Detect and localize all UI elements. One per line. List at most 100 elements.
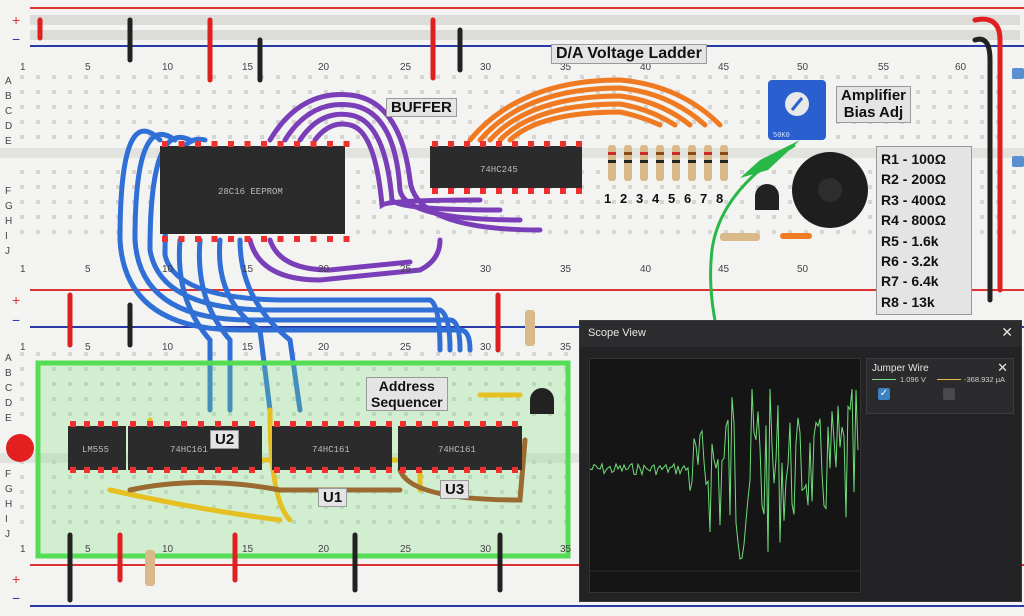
row-letter: A (5, 76, 12, 87)
legend-item-r3: R3 - 400Ω (881, 191, 946, 208)
resistor-number: 7 (700, 191, 707, 206)
column-number: 5 (85, 342, 91, 353)
probe-close-icon[interactable]: ✕ (997, 360, 1008, 375)
purple-wire-bundle (247, 92, 543, 283)
row-letter: E (5, 413, 12, 424)
scope-title: Scope View (588, 327, 646, 339)
column-number: 10 (162, 264, 174, 275)
scope-titlebar[interactable]: Scope View ✕ (580, 321, 1021, 347)
column-number: 5 (85, 62, 91, 73)
column-number: 35 (560, 62, 572, 73)
blue-wire-bundle (117, 128, 473, 413)
column-number: 60 (955, 62, 967, 73)
probe-panel: Jumper Wire ✕ 1.096 V -368.932 µA ✓ (866, 358, 1014, 414)
column-number: 1 (20, 544, 26, 555)
column-number: 45 (718, 62, 730, 73)
column-number: 20 (318, 342, 330, 353)
column-number: 35 (560, 264, 572, 275)
row-letter: B (5, 91, 12, 102)
scope-trace (589, 388, 859, 560)
scope-window[interactable]: Scope View ✕ Jumper Wire ✕ 1.096 V -368.… (579, 320, 1022, 602)
buffer-chip-label: 74HC245 (480, 165, 518, 175)
row-letter: G (5, 484, 13, 495)
column-number: 15 (242, 544, 254, 555)
buffer-label: BUFFER (386, 98, 457, 118)
counter-chip-u1 (272, 426, 392, 470)
rail-plus-top: + (12, 12, 20, 28)
column-number: 40 (640, 264, 652, 275)
close-icon[interactable]: ✕ (1001, 324, 1013, 340)
row-letter: B (5, 368, 12, 379)
resistor-number: 6 (684, 191, 691, 206)
legend-item-r2: R2 - 200Ω (881, 171, 946, 188)
current-checkbox[interactable] (943, 388, 955, 400)
rail-minus-top: − (12, 31, 20, 47)
column-number: 25 (400, 62, 412, 73)
resistor-number: 2 (620, 191, 627, 206)
rail-minus-bottom: − (12, 590, 20, 606)
column-number: 25 (400, 342, 412, 353)
address-seq-line2: Sequencer (371, 394, 443, 411)
row-letter: C (5, 106, 12, 117)
transistor (755, 184, 779, 210)
row-letter: F (5, 469, 11, 480)
rail-plus-mid: + (12, 292, 20, 308)
amp-bias-line2: Bias Adj (843, 104, 904, 122)
row-letter: F (5, 186, 11, 197)
column-number: 30 (480, 62, 492, 73)
column-number: 10 (162, 62, 174, 73)
column-number: 20 (318, 264, 330, 275)
column-number: 30 (480, 342, 492, 353)
counter-chip-u2 (128, 426, 262, 470)
resistor-number: 4 (652, 191, 660, 206)
column-number: 30 (480, 544, 492, 555)
legend-item-r6: R6 - 3.2k (881, 253, 939, 270)
resistor-number: 3 (636, 191, 643, 206)
column-number: 10 (162, 544, 174, 555)
u1-label: U1 (318, 488, 348, 508)
address-seq-line1: Address (378, 378, 435, 394)
rail-plus-bottom: + (12, 571, 20, 587)
column-number: 15 (242, 342, 254, 353)
row-letter: J (5, 529, 10, 540)
scope-plot (589, 358, 861, 593)
column-number: 20 (318, 62, 330, 73)
side-checkbox-1[interactable] (1012, 68, 1024, 79)
row-letter: I (5, 231, 8, 242)
column-number: 25 (400, 544, 412, 555)
column-number: 5 (85, 544, 91, 555)
orange-wire-bundle (467, 77, 723, 143)
counter-label-u1: 74HC161 (312, 445, 350, 455)
legend-item-r5: R5 - 1.6k (881, 232, 939, 249)
column-number: 1 (20, 264, 26, 275)
column-number: 50 (797, 264, 809, 275)
column-number: 1 (20, 62, 26, 73)
da-ladder-label: D/A Voltage Ladder (551, 44, 707, 65)
probe-voltage: 1.096 V (900, 375, 926, 384)
address-sequencer-label: Address Sequencer (366, 377, 448, 412)
column-number: 10 (162, 342, 174, 353)
row-letter: H (5, 216, 12, 227)
legend-item-r4: R4 - 800Ω (881, 212, 946, 229)
voltage-checkbox[interactable]: ✓ (878, 388, 890, 400)
side-checkbox-2[interactable] (1012, 156, 1024, 167)
counter-chip-u3 (398, 426, 522, 470)
row-letter: E (5, 136, 12, 147)
legend-item-r1: R1 - 100Ω (881, 151, 946, 167)
pot-label: 50K0 (773, 132, 790, 140)
column-number: 35 (560, 544, 572, 555)
row-letter: H (5, 499, 12, 510)
legend-item-r7: R7 - 6.4k (881, 273, 939, 290)
row-letter: J (5, 246, 10, 257)
resistor-number: 8 (716, 191, 723, 206)
column-number: 15 (242, 264, 254, 275)
lm555-chip (68, 426, 126, 470)
legend-item-r8: R8 - 13k (881, 293, 935, 310)
counter-label-u2: 74HC161 (170, 445, 208, 455)
column-number: 35 (560, 342, 572, 353)
current-line-swatch (937, 379, 961, 380)
column-number: 5 (85, 264, 91, 275)
eeprom-chip (160, 146, 345, 234)
column-number: 50 (797, 62, 809, 73)
probe-current: -368.932 µA (964, 375, 1006, 384)
